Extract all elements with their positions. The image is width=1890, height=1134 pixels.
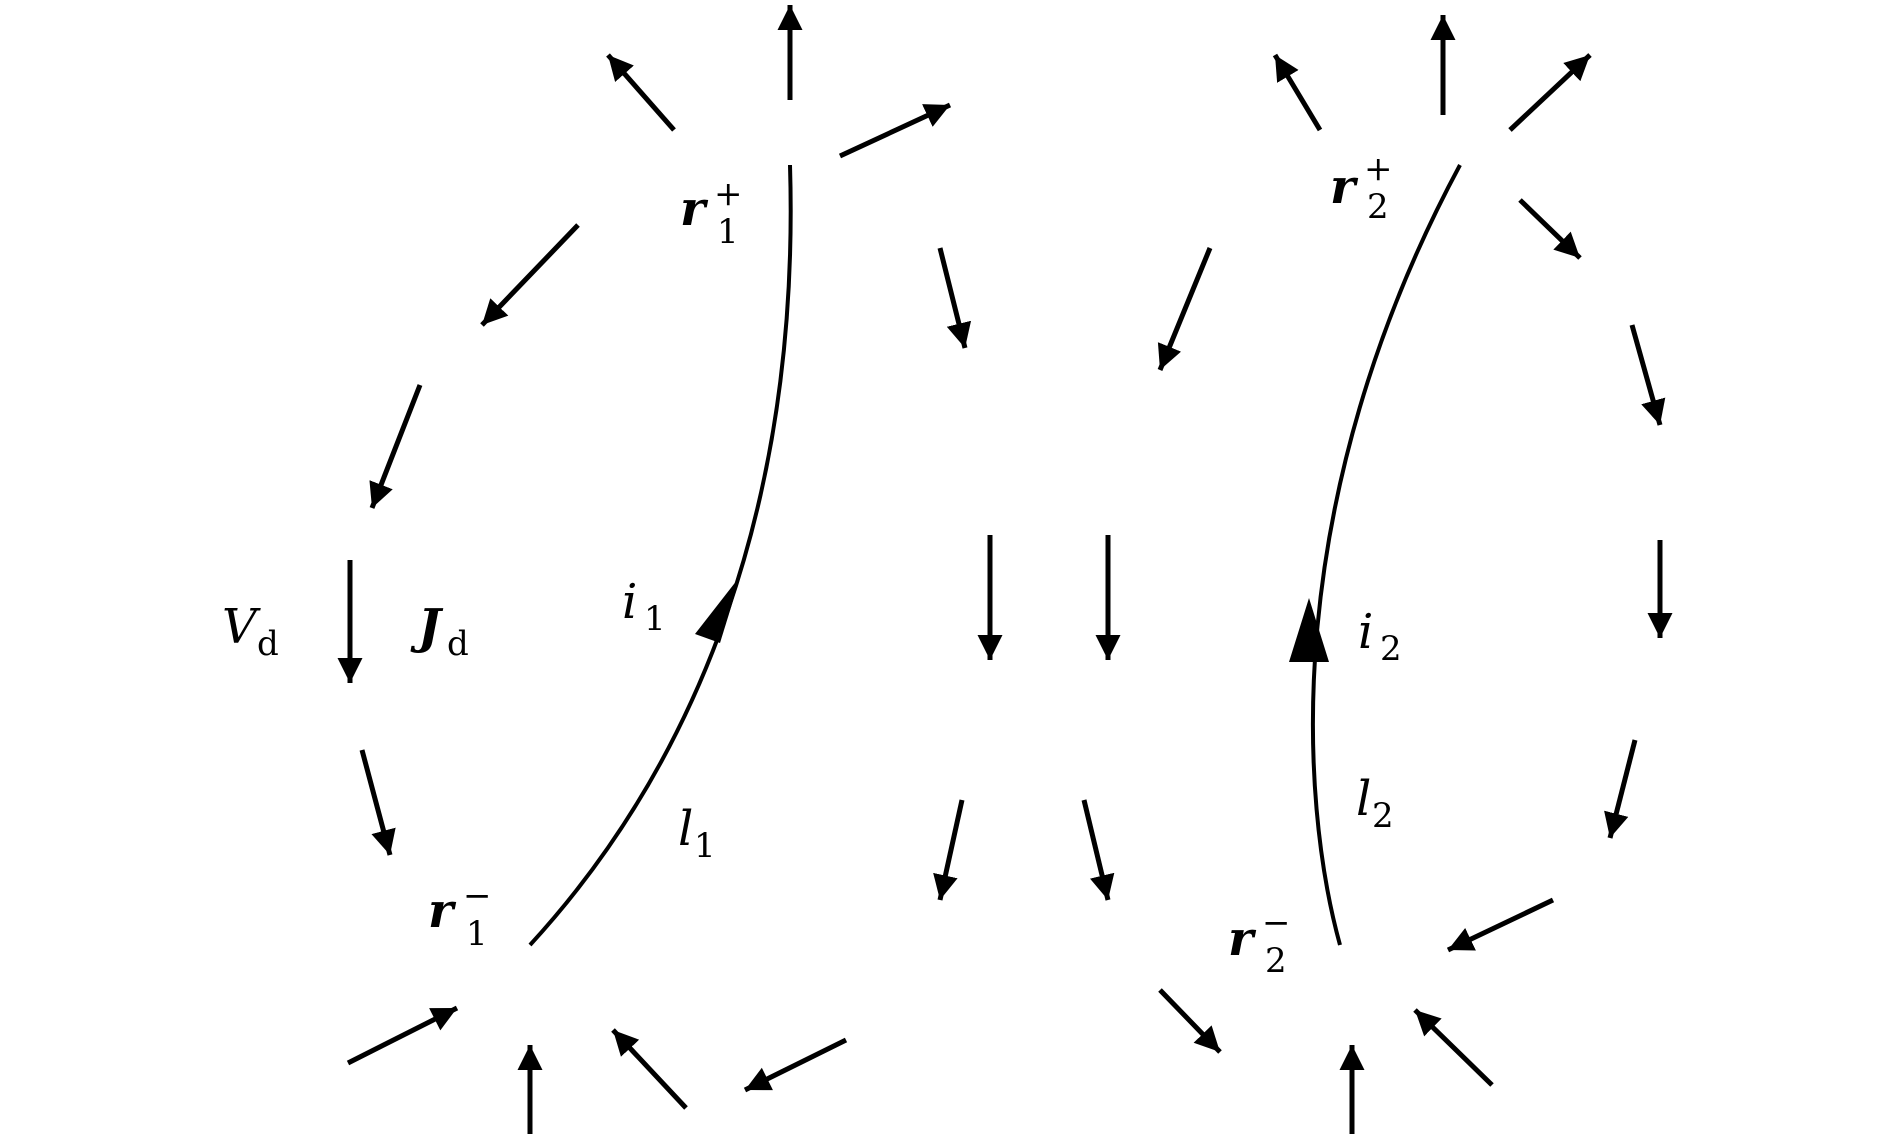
field-arrow-4 [480,223,580,327]
svg-text:+: + [1364,149,1393,189]
svg-text:r: r [1228,911,1257,967]
svg-text:i: i [622,574,637,630]
svg-text:2: 2 [1372,796,1394,836]
field-arrow-8 [346,1005,459,1066]
label-l2: l 2 [1356,771,1394,836]
svg-text:2: 2 [1367,187,1389,227]
field-arrow-5 [369,384,423,509]
label-r2-plus: r 2 + [1330,149,1393,227]
svg-text:r: r [1330,159,1359,215]
field-arrows [337,5,1673,1134]
svg-text:r: r [680,181,709,237]
svg-text:l: l [1356,771,1371,827]
svg-text:2: 2 [1265,941,1287,981]
field-arrow-10 [611,1028,688,1110]
field-arrow-3 [838,102,952,159]
svg-text:2: 2 [1380,629,1402,669]
wire-1-current-arrow [695,575,741,643]
field-arrow-2 [606,53,676,132]
svg-text:1: 1 [694,826,716,866]
field-arrow-26 [1413,1008,1494,1087]
svg-text:l: l [678,801,693,857]
svg-text:1: 1 [717,212,739,252]
svg-text:1: 1 [466,914,488,954]
field-arrow-24 [1604,739,1638,839]
field-arrow-22 [1629,324,1666,426]
label-r1-plus: r 1 + [680,174,743,252]
field-arrow-28 [1158,988,1222,1054]
wire-2-current-arrow [1289,598,1329,662]
label-l1: l 1 [678,801,716,866]
field-arrow-11 [743,1037,848,1093]
field-arrow-13 [1157,247,1213,371]
svg-text:−: − [1262,903,1291,943]
svg-text:r: r [428,883,457,939]
field-arrow-16 [933,799,965,901]
field-arrow-7 [359,749,396,856]
field-arrow-25 [1446,897,1555,953]
svg-text:−: − [463,876,492,916]
svg-text:d: d [257,624,279,664]
svg-text:1: 1 [644,599,666,639]
label-Jd: J d [410,599,469,664]
wire-1-path [528,164,793,947]
label-r2-minus: r 2 − [1228,903,1291,981]
svg-text:i: i [1358,604,1373,660]
label-i2: i 2 [1358,604,1402,669]
field-arrow-12 [937,247,972,349]
svg-text:V: V [222,599,261,655]
label-Vd: V d [222,599,279,664]
svg-text:d: d [447,624,469,664]
field-arrow-17 [1081,799,1115,901]
svg-text:J: J [410,599,444,655]
label-i1: i 1 [622,574,666,639]
field-arrow-19 [1272,53,1323,132]
label-r1-minus: r 1 − [428,876,492,954]
field-arrow-21 [1518,198,1582,260]
svg-text:+: + [714,174,743,214]
field-arrow-20 [1508,53,1592,132]
